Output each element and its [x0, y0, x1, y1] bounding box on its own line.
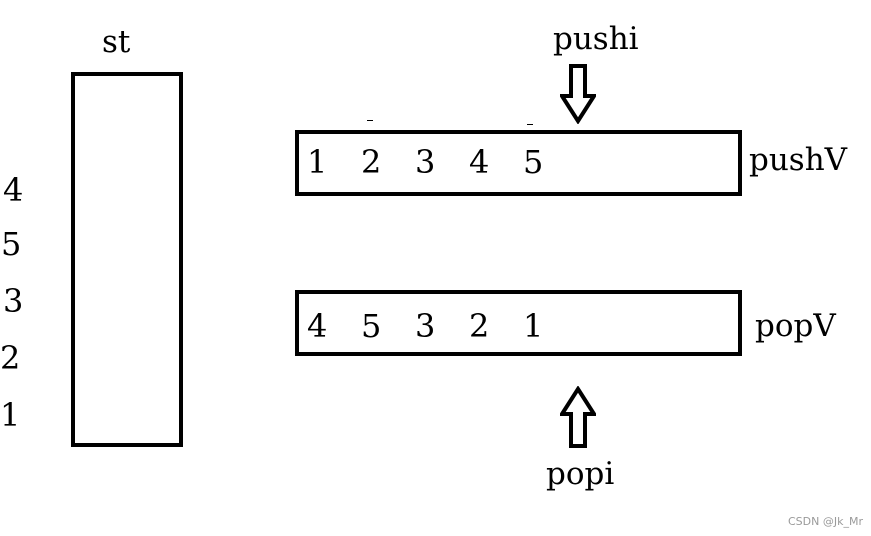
stack-side-number: 5: [1, 225, 22, 263]
pop-array-value: 1: [523, 307, 544, 345]
push-array-value: 2: [361, 143, 382, 181]
pop-array-box: [295, 290, 742, 356]
stack-side-number: 2: [0, 339, 21, 377]
pop-array-value: 4: [307, 307, 328, 345]
stack-side-number: 1: [0, 396, 21, 434]
stack-box: [71, 72, 183, 447]
down-arrow-icon: [560, 64, 596, 124]
push-array-value: 1: [307, 143, 328, 181]
stack-label: st: [102, 24, 131, 60]
push-array-value: 5: [523, 143, 544, 181]
push-pointer-label: pushi: [553, 21, 639, 57]
pop-array-value: 5: [361, 307, 382, 345]
tick-mark: [367, 120, 373, 121]
push-array-box: [295, 130, 742, 196]
pop-array-label: popV: [755, 308, 836, 344]
tick-mark: [527, 124, 533, 125]
push-array-value: 3: [415, 143, 436, 181]
pop-pointer-label: popi: [546, 456, 615, 492]
stack-side-number: 3: [3, 282, 24, 320]
pop-array-value: 3: [415, 307, 436, 345]
push-array-label: pushV: [749, 142, 848, 178]
push-array-value: 4: [469, 143, 490, 181]
up-arrow-icon: [560, 386, 596, 448]
pop-array-value: 2: [469, 307, 490, 345]
watermark: CSDN @Jk_Mr: [788, 515, 863, 528]
stack-side-number: 4: [3, 171, 24, 209]
